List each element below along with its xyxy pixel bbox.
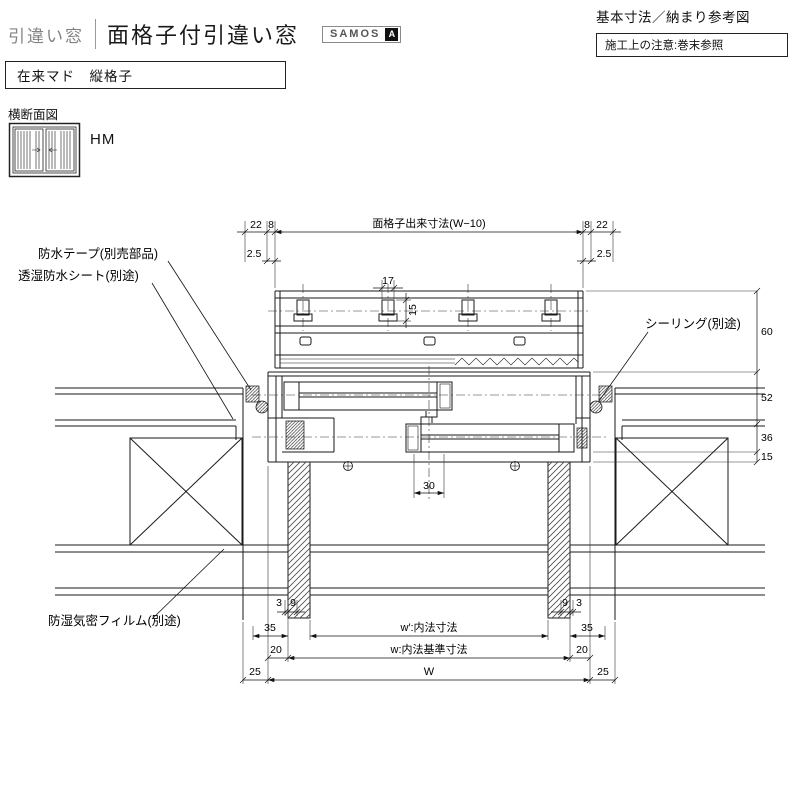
- dim-overall-width: W: [424, 666, 435, 678]
- grille-bracket: [378, 284, 398, 331]
- header: 引違い窓 面格子付引違い窓 SAMOS A: [8, 18, 402, 50]
- screw-symbol: [510, 461, 520, 471]
- dim-30: 30: [423, 480, 435, 492]
- dim-36: 36: [761, 432, 773, 444]
- window-category-label: 引違い窓: [8, 26, 84, 46]
- title-divider: [95, 19, 96, 49]
- dimension-bottom: 3 9 9 3 35 w′:内法寸法 35 20 w:内法基準寸法 20: [239, 466, 619, 684]
- page-title: 面格子付引違い窓: [107, 23, 300, 48]
- dim-60: 60: [761, 326, 773, 338]
- jamb-block-right: [576, 427, 588, 449]
- section-view-label: 横断面図: [8, 108, 59, 122]
- dim-inner-base-label: w:内法基準寸法: [390, 642, 468, 656]
- header-right: 基本寸法／納まり参考図 施工上の注意:巻末参照: [596, 6, 788, 57]
- dim-inner-width-label: w′:内法寸法: [399, 620, 457, 634]
- window-spec-box: 在来マド 縦格子: [5, 61, 286, 89]
- grille-bracket: [458, 284, 478, 331]
- wood-stud-left: [129, 437, 243, 546]
- dim-17: 17: [382, 275, 394, 287]
- dim-22-left: 22: [250, 219, 262, 231]
- dimension-right-chain: 60 52 36 15: [586, 287, 773, 466]
- dim-9-left: 9: [290, 597, 296, 609]
- grille-bracket: [541, 284, 561, 331]
- wood-stud-right: [615, 437, 729, 546]
- construction-note-box: 施工上の注意:巻末参照: [596, 33, 788, 57]
- window-type-icon: [8, 122, 81, 178]
- model-code: HM: [90, 131, 116, 148]
- dim-25-right: 25: [597, 666, 609, 678]
- slide-direction-arrows: [32, 147, 57, 153]
- samos-brand-label: SAMOS: [330, 28, 381, 40]
- dim-3-right: 3: [576, 597, 582, 609]
- dim-15-bracket: 15: [407, 304, 419, 316]
- waterproof-tape-left: [245, 385, 260, 403]
- screw-symbol: [343, 461, 353, 471]
- dim-grille-width-label: 面格子出来寸法(W−10): [372, 216, 485, 230]
- dim-20-right: 20: [576, 644, 588, 656]
- dim-52: 52: [761, 392, 773, 404]
- upper-sash: [283, 381, 453, 418]
- sealing-backer-right: [589, 400, 603, 414]
- screen-zigzag: [454, 357, 579, 366]
- grille-fitting: [299, 336, 312, 346]
- samos-series-mark: A: [385, 27, 399, 41]
- face-grille-assembly: [268, 284, 590, 369]
- callout-waterproof-tape: 防水テープ(別売部品): [38, 246, 158, 261]
- wall-structure: [55, 387, 765, 620]
- window-frame: [252, 366, 606, 500]
- lower-sash: [405, 416, 575, 453]
- right-sash-pane: [45, 128, 75, 172]
- dim-22-right: 22: [596, 219, 608, 231]
- grille-bracket: [293, 284, 313, 331]
- grille-fitting: [423, 336, 436, 346]
- dim-35-left: 35: [264, 622, 276, 634]
- dimension-meeting-overlap: 30: [413, 454, 445, 498]
- dim-35-right: 35: [581, 622, 593, 634]
- callouts: 防水テープ(別売部品) 透湿防水シート(別途) シーリング(別途) 防湿気密フィ…: [18, 246, 741, 628]
- jamb-block-left: [285, 420, 305, 450]
- dimension-bracket: 17 15: [373, 275, 419, 328]
- left-sash-pane: [14, 128, 44, 172]
- reference-title: 基本寸法／納まり参考図: [596, 10, 750, 25]
- dim-8-right: 8: [584, 219, 590, 231]
- callout-sealing: シーリング(別途): [645, 316, 741, 331]
- dim-2.5-left: 2.5: [247, 248, 262, 260]
- sealing-backer-left: [255, 400, 269, 414]
- grille-fitting: [513, 336, 526, 346]
- dim-25-left: 25: [249, 666, 261, 678]
- dim-2.5-right: 2.5: [597, 248, 612, 260]
- interior-post-left: [287, 461, 311, 619]
- dim-9-right: 9: [562, 597, 568, 609]
- dim-8-left: 8: [268, 219, 274, 231]
- waterproof-tape-right: [598, 385, 613, 403]
- dimension-grille-width: 22 8 面格子出来寸法(W−10) 8 22 2.5 2.5: [237, 216, 621, 288]
- callout-breathable-sheet: 透湿防水シート(別途): [18, 268, 139, 283]
- interior-post-right: [547, 461, 571, 619]
- dim-20-left: 20: [270, 644, 282, 656]
- dim-3-left: 3: [276, 597, 282, 609]
- dim-15-right: 15: [761, 451, 773, 463]
- callout-vapor-film: 防湿気密フィルム(別途): [48, 613, 181, 628]
- samos-badge: SAMOS A: [322, 25, 402, 43]
